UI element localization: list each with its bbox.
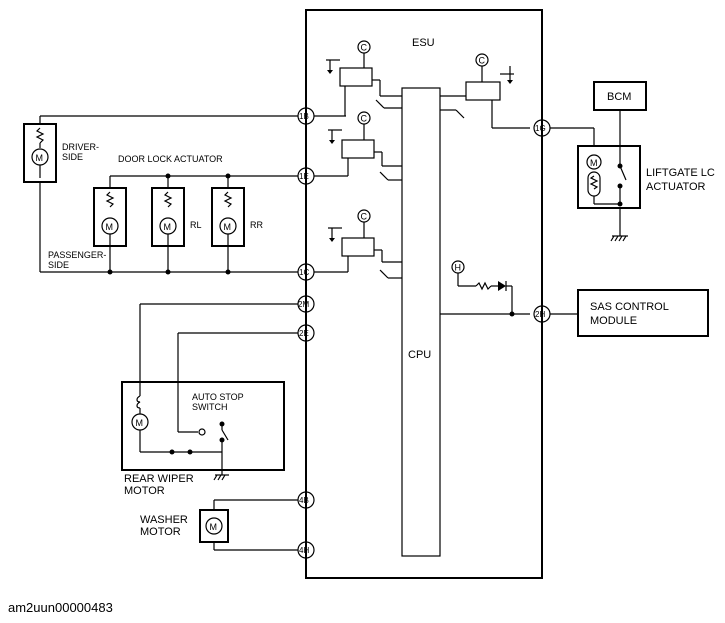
svg-text:C: C [361,43,368,53]
liftgate-label-2: ACTUATOR [646,181,706,193]
svg-text:MODULE: MODULE [590,315,637,327]
relay-1g: C [440,53,530,129]
svg-text:1E: 1E [299,172,309,181]
svg-text:M: M [210,522,218,532]
svg-text:C: C [361,212,368,222]
svg-text:M: M [224,222,232,232]
svg-text:4B: 4B [299,496,309,505]
svg-text:M: M [136,418,144,428]
svg-text:2M: 2M [298,300,309,309]
svg-text:2H: 2H [535,310,545,319]
svg-text:M: M [164,222,172,232]
actuator-rr: M [211,176,245,275]
diagram-code: am2uun00000483 [8,600,113,615]
driver-side-label-1: DRIVER- [62,142,99,152]
motor-symbol: M [36,153,44,163]
svg-text:M: M [590,158,598,168]
driver-side-label-2: SIDE [62,152,83,162]
svg-text:H: H [455,263,462,273]
bcm-box: BCM [593,81,647,111]
svg-text:SAS CONTROL: SAS CONTROL [590,301,669,313]
passenger-side-label-2: SIDE [48,260,69,270]
esu-box [305,9,543,579]
driver-side-actuator: M [23,123,57,183]
auto-stop-label-1: AUTO STOP [192,392,244,402]
cpu-label: CPU [408,349,431,361]
svg-text:C: C [361,114,368,124]
svg-text:2E: 2E [299,329,309,338]
washer-label-2: MOTOR [140,526,181,538]
actuator-rl: M [151,176,185,275]
cpu-box [401,87,441,557]
svg-text:4H: 4H [299,546,309,555]
passenger-side-label-1: PASSENGER- [48,250,106,260]
actuator-passenger: M [93,176,127,275]
svg-text:C: C [479,56,486,66]
diode-h-circuit: H [440,260,530,317]
relay-1b: C [326,40,402,116]
auto-stop-label-2: SWITCH [192,402,228,412]
svg-text:BCM: BCM [607,91,631,103]
sas-control-module: SAS CONTROL MODULE [577,289,709,337]
relay-1e: C [328,111,402,176]
rl-label: RL [190,220,202,230]
relay-1c: C [328,209,402,272]
liftgate-actuator: M [577,145,641,209]
rear-wiper-motor: M [121,381,285,481]
washer-label-1: WASHER [140,514,188,526]
rear-wiper-label-2: MOTOR [124,485,165,497]
rear-wiper-label-1: REAR WIPER [124,473,194,485]
esu-label: ESU [412,37,435,49]
svg-text:1C: 1C [299,268,309,277]
door-lock-actuator-label: DOOR LOCK ACTUATOR [118,154,223,164]
washer-motor: M [199,509,229,543]
svg-text:1B: 1B [299,112,309,121]
svg-text:M: M [106,222,114,232]
svg-text:1G: 1G [535,124,546,133]
rr-label: RR [250,220,263,230]
liftgate-label-1: LIFTGATE LC [646,167,715,179]
